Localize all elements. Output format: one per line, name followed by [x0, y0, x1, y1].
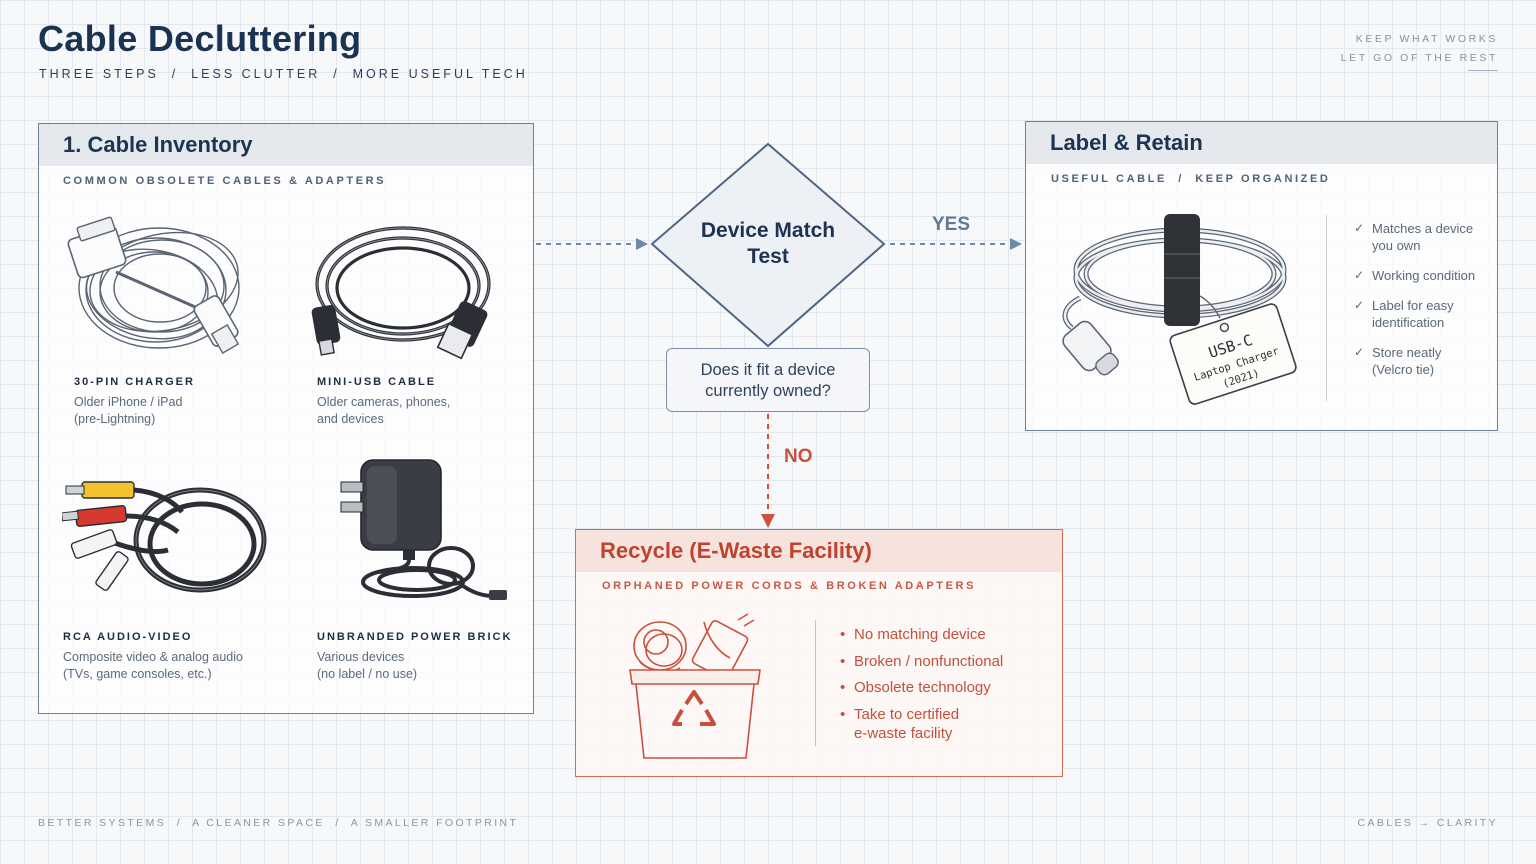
item-name: UNBRANDED POWER BRICK [317, 631, 513, 643]
item-desc-line2: (TVs, game consoles, etc.) [63, 666, 212, 681]
decision-question: Does it fit a device currently owned? [666, 348, 870, 412]
item-desc-line1: Various devices [317, 650, 405, 664]
retain-subtitle: USEFUL CABLE / KEEP ORGANIZED [1051, 173, 1331, 185]
corner-note-line1: KEEP WHAT WORKS [1355, 33, 1498, 45]
retain-title: Label & Retain [1026, 122, 1497, 164]
decision-question-line1: Does it fit a device [700, 361, 836, 379]
retain-divider [1326, 215, 1327, 401]
rca-cable-icon [62, 481, 267, 593]
item-desc-line2: (pre-Lightning) [74, 411, 156, 426]
usb-c-cable-icon: USB-C Laptop Charger (2021) [1062, 214, 1297, 405]
power-brick-icon [340, 459, 507, 600]
item-name: RCA AUDIO-VIDEO [63, 631, 193, 643]
item-desc-line2: (no label / no use) [317, 666, 418, 681]
footer-left: BETTER SYSTEMS / A CLEANER SPACE / A SMA… [38, 817, 519, 829]
inventory-panel: 1. Cable Inventory [38, 123, 534, 714]
item-name: MINI-USB CABLE [317, 376, 437, 388]
check-item: Store neatly(Velcro tie) [1354, 344, 1494, 378]
inventory-title: 1. Cable Inventory [39, 124, 533, 166]
inventory-item-30-pin: 30-PIN CHARGER Older iPhone / iPad (pre-… [74, 376, 284, 427]
bullet-item: Broken / nonfunctional [840, 652, 1040, 671]
page-title: Cable Decluttering [38, 18, 362, 59]
30-pin-cable-icon [67, 216, 240, 354]
no-label: NO [784, 446, 813, 467]
check-item: Working condition [1354, 267, 1494, 284]
decision-diamond [650, 142, 886, 348]
item-desc: Older iPhone / iPad (pre-Lightning) [74, 394, 284, 427]
corner-rule [1468, 70, 1498, 71]
footer-right: CABLES → CLARITY [1357, 817, 1498, 829]
decision-title-line2: Test [747, 245, 789, 268]
recycle-divider [815, 620, 816, 746]
mini-usb-cable-icon [311, 226, 491, 360]
item-desc-line1: Composite video & analog audio [63, 650, 243, 664]
bullet-item: Obsolete technology [840, 678, 1040, 697]
corner-note-line2: LET GO OF THE REST [1340, 52, 1498, 64]
recycle-title: Recycle (E-Waste Facility) [576, 530, 1062, 572]
recycle-bin-icon [629, 613, 761, 759]
inventory-item-power-brick: UNBRANDED POWER BRICK Various devices (n… [317, 631, 527, 682]
item-desc-line2: and devices [317, 411, 384, 426]
item-desc: Various devices (no label / no use) [317, 649, 527, 682]
yes-label: YES [932, 214, 971, 235]
decision-title-line1: Device Match [700, 219, 836, 242]
inventory-subtitle: COMMON OBSOLETE CABLES & ADAPTERS [63, 175, 387, 187]
recycle-bullets: No matching device Broken / nonfunctiona… [840, 625, 1040, 750]
inventory-item-rca: RCA AUDIO-VIDEO Composite video & analog… [63, 631, 273, 682]
page-subtitle: THREE STEPS / LESS CLUTTER / MORE USEFUL… [39, 67, 528, 81]
decision-title: Device Match Test [666, 218, 870, 270]
item-desc: Composite video & analog audio (TVs, gam… [63, 649, 273, 682]
decision-question-line2: currently owned? [705, 381, 831, 400]
cable-label-tag: USB-C Laptop Charger (2021) [1169, 303, 1297, 405]
inventory-item-mini-usb: MINI-USB CABLE Older cameras, phones, an… [317, 376, 527, 427]
item-name: 30-PIN CHARGER [74, 376, 195, 388]
item-desc: Older cameras, phones, and devices [317, 394, 527, 427]
recycle-subtitle: ORPHANED POWER CORDS & BROKEN ADAPTERS [602, 580, 977, 592]
item-desc-line1: Older iPhone / iPad [74, 395, 183, 409]
bullet-item: No matching device [840, 625, 1040, 644]
item-desc-line1: Older cameras, phones, [317, 395, 451, 409]
corner-note: KEEP WHAT WORKS LET GO OF THE REST [1341, 30, 1498, 68]
